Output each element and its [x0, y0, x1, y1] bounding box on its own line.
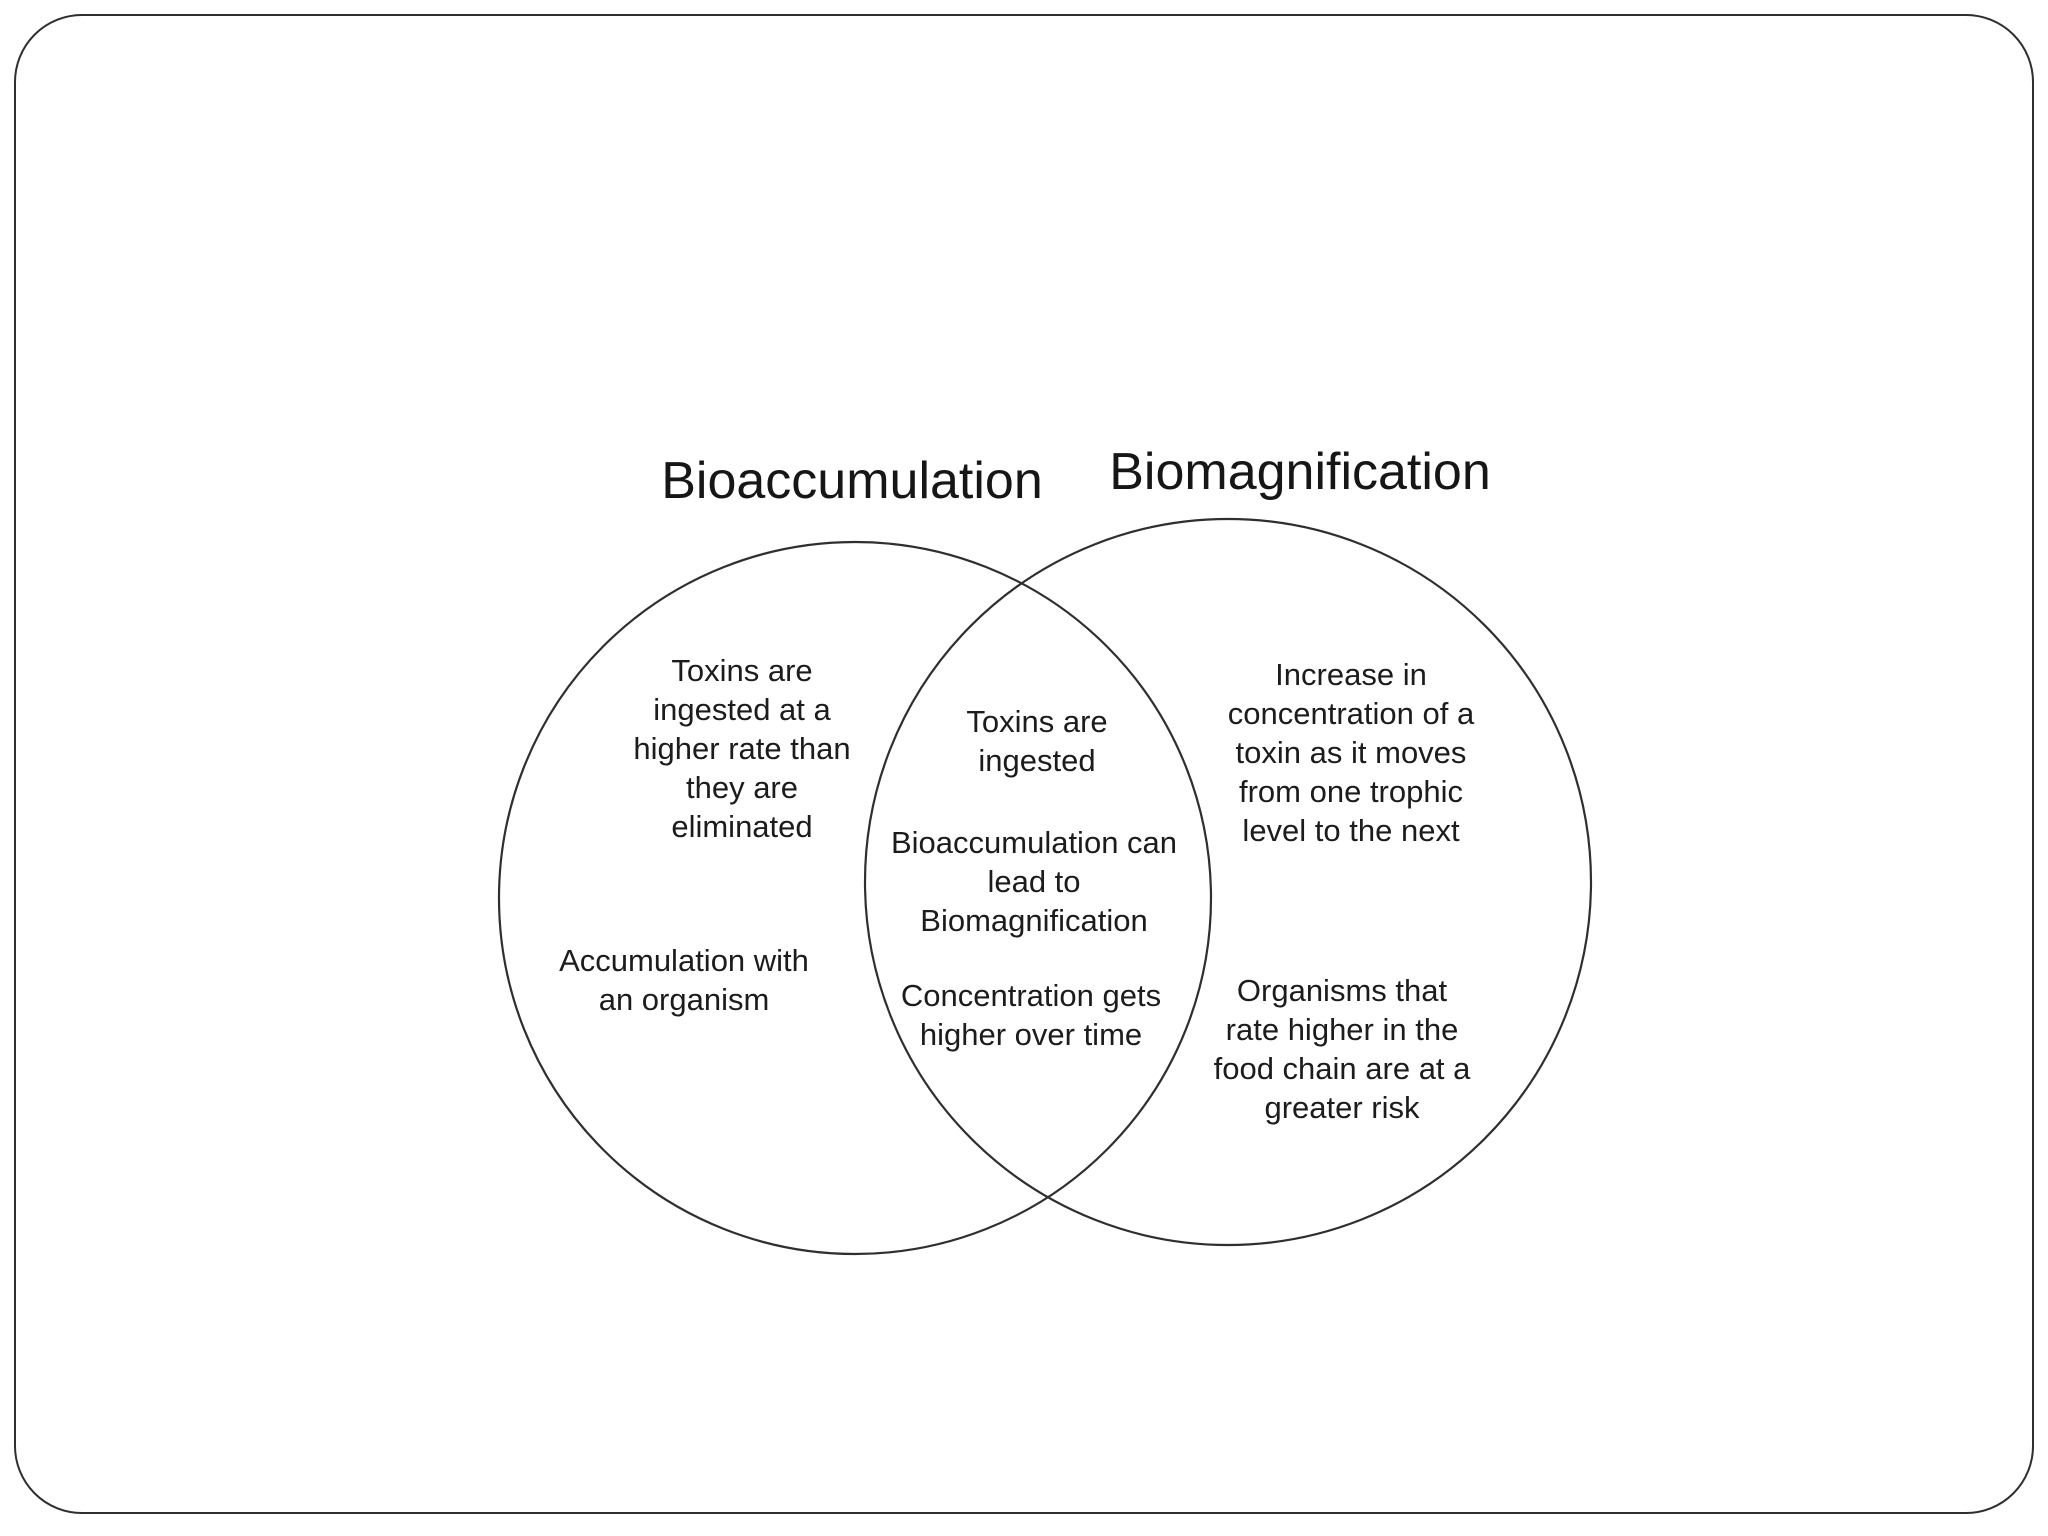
left-item-ingestion-rate: Toxins are ingested at a higher rate tha…	[633, 653, 851, 844]
overlap-item-lead-to: Bioaccumulation can lead to Biomagnifica…	[890, 825, 1178, 938]
right-circle-title: Biomagnification	[1109, 443, 1491, 501]
left-circle-title: Bioaccumulation	[661, 452, 1043, 510]
left-item-accumulation: Accumulation with an organism	[559, 943, 809, 1017]
right-item-trophic-increase: Increase in concentration of a toxin as …	[1227, 657, 1475, 848]
right-item-food-chain-risk: Organisms that rate higher in the food c…	[1213, 973, 1471, 1125]
overlap-item-concentration: Concentration gets higher over time	[900, 978, 1162, 1052]
right-circle	[863, 517, 1593, 1247]
slide-border	[14, 14, 2034, 1514]
left-circle	[497, 540, 1213, 1256]
overlap-item-toxins-ingested: Toxins are ingested	[966, 704, 1108, 778]
